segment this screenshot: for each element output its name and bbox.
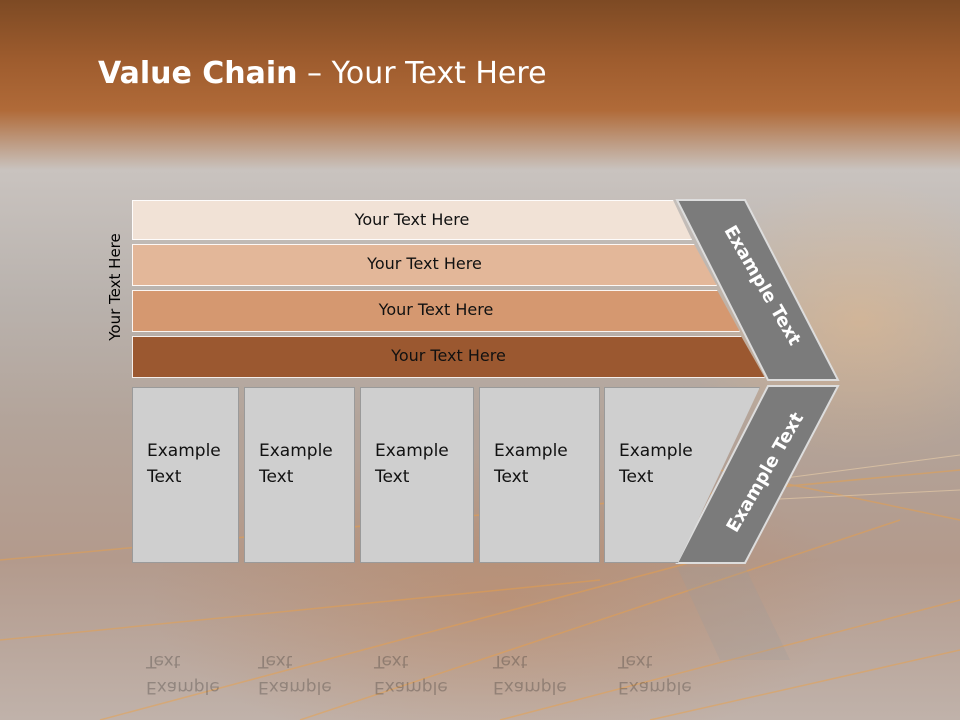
bar-1-label: Your Text Here: [354, 210, 470, 229]
stage-box-2: Example Text: [244, 387, 355, 563]
stage-box-3-label: Example Text: [375, 441, 449, 487]
reflection-text: Example Text: [146, 651, 220, 697]
title-rest: – Your Text Here: [297, 56, 547, 91]
stage-box-2-reflection: Example Text: [244, 620, 355, 700]
bar-1: Your Text Here: [132, 200, 692, 240]
title-bold: Value Chain: [98, 56, 298, 91]
stage-box-4: Example Text: [479, 387, 600, 563]
stage-box-3-reflection: Example Text: [360, 620, 474, 700]
slide-title: Value Chain – Your Text Here: [98, 56, 547, 91]
reflection-text: Example Text: [493, 651, 567, 697]
stage-box-5-reflection: Example Text: [604, 620, 724, 700]
stage-box-4-reflection: Example Text: [479, 620, 600, 700]
stage-box-1-label: Example Text: [147, 441, 221, 487]
arrow-lower-shape: [675, 385, 840, 564]
stage-box-4-label: Example Text: [494, 441, 568, 487]
arrow-lower-reflection: [677, 567, 790, 660]
stage-box-3: Example Text: [360, 387, 474, 563]
bar-2-label: Your Text Here: [367, 254, 482, 273]
bar-3-label: Your Text Here: [378, 300, 494, 319]
stage-box-2-label: Example Text: [259, 441, 333, 487]
reflection-text: Example Text: [258, 651, 332, 697]
bar-3: Your Text Here: [132, 290, 740, 332]
stage-box-1-reflection: Example Text: [132, 620, 239, 700]
stage-box-1: Example Text: [132, 387, 239, 563]
arrow-upper-shape: [675, 199, 840, 381]
reflection-text: Example Text: [374, 651, 448, 697]
bar-4-label: Your Text Here: [391, 346, 506, 365]
stage-box-5-label: Example Text: [619, 441, 693, 487]
reflection-text: Example Text: [618, 651, 692, 697]
bar-2: Your Text Here: [132, 244, 717, 286]
bar-4: Your Text Here: [132, 336, 765, 378]
